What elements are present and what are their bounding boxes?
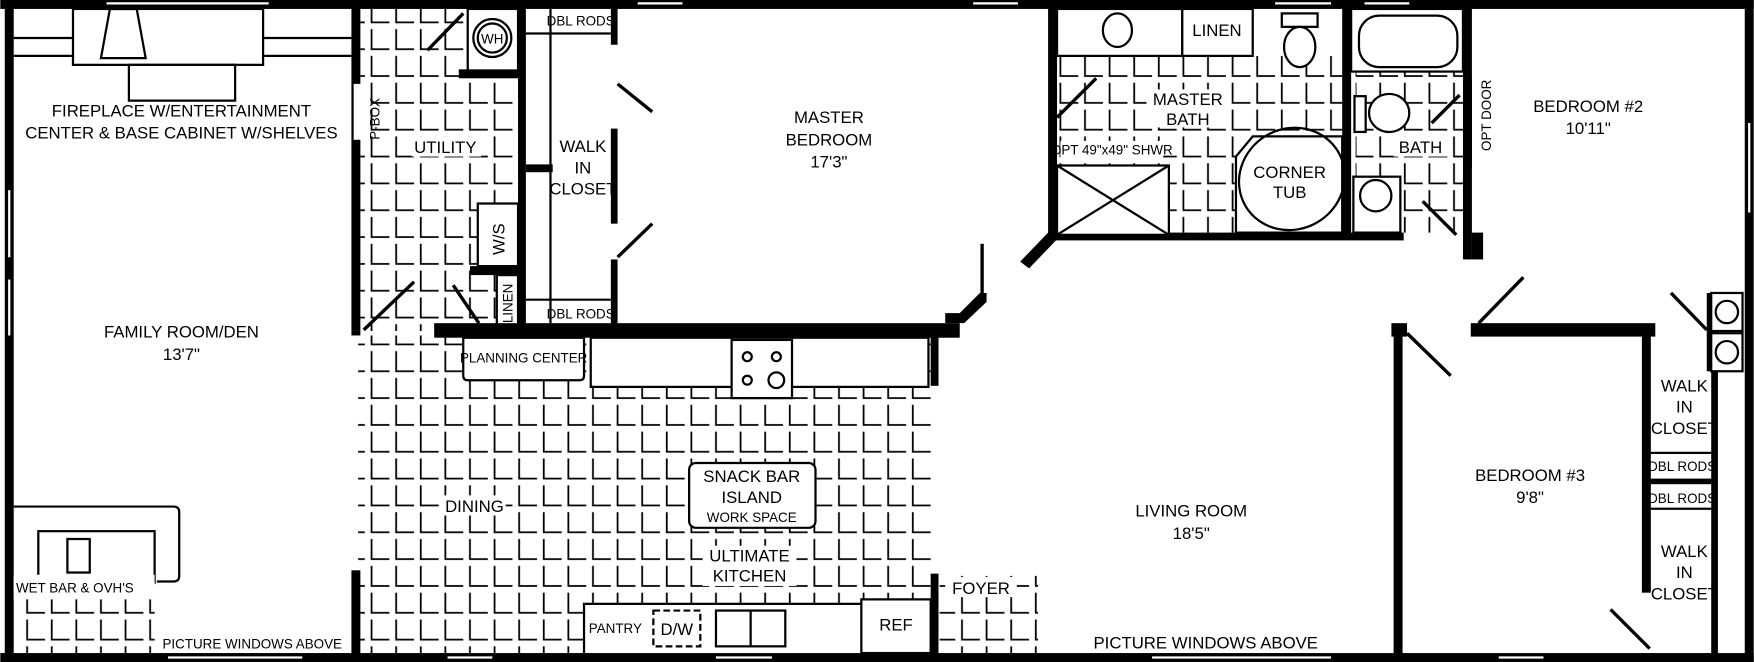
b3-closet-bottom-label: CLOSET [1651, 584, 1718, 603]
tile-floors [22, 8, 1463, 655]
range-icon [730, 338, 794, 400]
living-room-name: LIVING ROOM [1135, 502, 1247, 521]
dbl-rods-bottom: DBL RODS [547, 307, 615, 322]
bedroom2-name: BEDROOM #2 [1533, 97, 1643, 116]
corner-tub-label-1: CORNER [1253, 163, 1326, 182]
family-room-size: 13'7" [163, 345, 200, 364]
living-room-size: 18'5" [1173, 524, 1210, 543]
svg-text:WH: WH [481, 32, 503, 47]
master-closet-label: WALK [559, 137, 606, 156]
master-bedroom-size: 17'3" [810, 153, 847, 172]
master-closet-label: IN [575, 158, 592, 177]
utility-label: UTILITY [414, 138, 476, 157]
corner-tub-label-2: TUB [1273, 183, 1307, 202]
opt-shower-label: OPT 49"x49" SHWR [1051, 142, 1173, 157]
dining-label: DINING [445, 497, 504, 516]
windows [8, 2, 1751, 659]
bedroom2-size: 10'11" [1566, 119, 1611, 138]
picture-windows-right: PICTURE WINDOWS ABOVE [1094, 634, 1318, 653]
svg-text:W/S: W/S [490, 223, 509, 255]
snack-bar-label-1: SNACK BAR [703, 467, 800, 486]
water-heater-icon: WH [466, 7, 520, 72]
bedroom3-name: BEDROOM #3 [1475, 466, 1585, 485]
p-box-label: P-BOX [367, 98, 382, 140]
kitchen-name-2: KITCHEN [713, 566, 787, 585]
planning-center-label: PLANNING CENTER [460, 350, 588, 365]
fireplace-label-line1: FIREPLACE W/ENTERTAINMENT [52, 101, 311, 120]
opt-door-label: OPT DOOR [1479, 79, 1494, 151]
svg-text:LINEN: LINEN [500, 284, 515, 324]
dbl-rods-top: DBL RODS [547, 14, 615, 29]
master-bath-fixtures: LINEN [1055, 7, 1346, 236]
kitchen-name-1: ULTIMATE [709, 546, 789, 565]
b3-closet-top-label: CLOSET [1651, 419, 1718, 438]
b3-closet-top-label: WALK [1661, 376, 1708, 395]
washer-space: W/S [476, 202, 520, 268]
master-bedroom-name-1: MASTER [794, 108, 864, 127]
b3-dbl-rods-2: DBL RODS [1648, 491, 1716, 506]
fireplace-label-line2: CENTER & BASE CABINET W/SHELVES [25, 124, 337, 143]
master-bath-name-2: BATH [1166, 110, 1209, 129]
vent-icon [1710, 291, 1744, 373]
b3-closet-bottom-label: WALK [1661, 542, 1708, 561]
snack-bar-label-2: ISLAND [721, 488, 782, 507]
master-bedroom-name-2: BEDROOM [786, 130, 873, 149]
wet-bar [13, 505, 181, 584]
picture-windows-left: PICTURE WINDOWS ABOVE [162, 637, 342, 652]
family-room-name: FAMILY ROOM/DEN [104, 323, 259, 342]
bath-label: BATH [1399, 138, 1442, 157]
b3-dbl-rods-1: DBL RODS [1648, 459, 1716, 474]
linen-bath-label: LINEN [1192, 21, 1241, 40]
foyer-label: FOYER [952, 579, 1010, 598]
wet-bar-label: WET BAR & OVH'S [16, 581, 134, 596]
pantry-label: PANTRY [589, 621, 642, 636]
master-bath-name-1: MASTER [1153, 90, 1223, 109]
bath-fixtures [1350, 7, 1465, 234]
ref-label: REF [879, 616, 913, 635]
master-closet-label: CLOSET [549, 180, 616, 199]
kitchen-counters [462, 336, 932, 656]
door-swings [362, 12, 1708, 650]
dw-label: D/W [661, 620, 694, 639]
fireplace-icon [13, 7, 352, 102]
b3-closet-top-label: IN [1676, 398, 1693, 417]
snack-bar-label-3: WORK SPACE [707, 510, 797, 525]
bedroom3-size: 9'8" [1516, 488, 1544, 507]
snack-bar-island [688, 461, 817, 529]
utility-linen: LINEN [495, 273, 520, 326]
b3-closet-bottom-label: IN [1676, 563, 1693, 582]
